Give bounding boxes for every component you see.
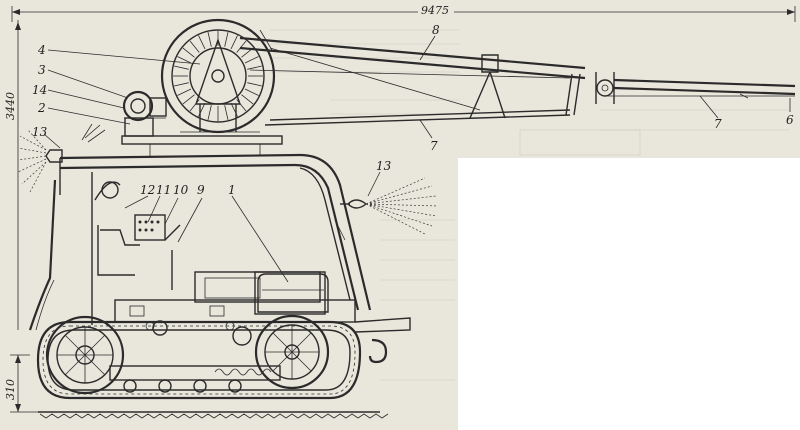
ground-clearance-label: 310 xyxy=(4,379,17,400)
fuel-tank xyxy=(257,273,329,313)
reel-tooth xyxy=(174,82,189,87)
callout-3: 3 xyxy=(38,63,46,77)
reel-tooth xyxy=(177,56,192,64)
callout-10: 10 xyxy=(173,183,189,197)
callout-2: 2 xyxy=(37,101,46,115)
callout-7-mid: 7 xyxy=(430,139,438,153)
reel-tooth xyxy=(230,35,238,50)
callout-14: 14 xyxy=(32,83,47,97)
callout-7-right: 7 xyxy=(714,117,722,131)
reel-tooth xyxy=(236,99,247,112)
reel-tooth xyxy=(241,94,254,105)
reel-tooth xyxy=(247,65,262,70)
callout-4: 4 xyxy=(37,43,46,57)
reel-tooth xyxy=(189,40,200,53)
callout-12: 12 xyxy=(140,183,155,197)
reel-tooth xyxy=(236,40,247,53)
callout-labels: 4 3 14 2 13 8 7 7 6 13 12 11 10 9 1 xyxy=(32,23,794,197)
reel-tooth xyxy=(174,65,189,70)
ground xyxy=(38,411,389,419)
reel-tooth xyxy=(224,32,229,47)
idler-wheel xyxy=(254,314,330,390)
drive-sprocket xyxy=(45,315,125,395)
reel-tooth xyxy=(244,56,259,64)
winch-motor xyxy=(122,90,167,122)
crawler-track xyxy=(36,320,362,400)
reel-tooth xyxy=(189,99,200,112)
blank-area xyxy=(458,158,800,430)
leader-lines xyxy=(43,35,791,283)
reel-tooth xyxy=(177,88,192,96)
callout-6: 6 xyxy=(786,113,794,127)
tractor-body xyxy=(114,271,411,346)
track-frame xyxy=(109,321,281,393)
reel-tooth xyxy=(244,88,259,96)
dimension-lines: 9475 3440 310 xyxy=(4,3,796,413)
hose-reel-drum xyxy=(160,18,276,134)
gantry-frame xyxy=(59,153,372,325)
operator-cab xyxy=(94,181,181,290)
towing-hook xyxy=(368,338,388,364)
callout-9: 9 xyxy=(197,183,205,197)
callout-13-right: 13 xyxy=(376,159,392,173)
overall-length-label: 9475 xyxy=(421,4,449,17)
reel-tooth xyxy=(207,105,212,120)
reel-tooth xyxy=(224,105,229,120)
reel-tooth xyxy=(182,47,195,58)
reel-tooth xyxy=(182,94,195,105)
height-left-label: 3440 xyxy=(4,92,17,120)
left-sprayer xyxy=(17,123,106,193)
callout-1: 1 xyxy=(228,183,236,197)
front-guard xyxy=(28,179,57,331)
right-sprayer xyxy=(340,177,439,235)
reel-tooth xyxy=(247,82,262,87)
boom xyxy=(239,29,586,126)
reel-tooth xyxy=(198,35,206,50)
callout-13-left: 13 xyxy=(32,125,48,139)
callout-11: 11 xyxy=(156,183,171,197)
reel-tooth xyxy=(207,32,212,47)
callout-8: 8 xyxy=(432,23,440,37)
